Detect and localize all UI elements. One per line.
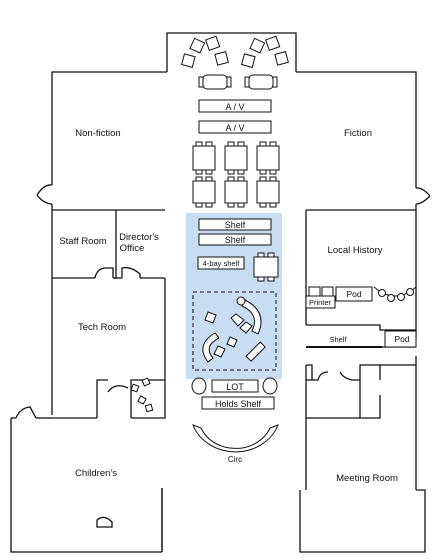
four-bay-shelf [197,256,245,270]
reading-area-dashed [192,291,277,371]
small-study-table [253,252,279,282]
room-meeting-room: Meeting Room [336,473,398,484]
room-fiction: Fiction [344,128,372,139]
room-tech-room: Tech Room [78,322,126,333]
interior-walls [11,209,416,552]
av-label-bottom: A / V [225,123,244,133]
study-tables [192,141,280,208]
curved-seating [202,296,266,363]
pod-2 [384,330,417,348]
lot-station [211,379,259,393]
room-non-fiction: Non-fiction [75,128,120,139]
printer-label: Printer [309,298,332,307]
shelf-2 [198,233,272,246]
printer [305,295,336,309]
four-bay-shelf-label: 4-bay shelf [203,259,241,268]
room-directors-office-line1: Director's [119,232,159,243]
exterior-walls [10,32,431,553]
av-unit-bottom [198,120,272,134]
circ-desk [192,424,279,453]
shelf-1 [198,218,272,231]
lounge-chairs-left [181,35,229,68]
holds-shelf [201,396,275,410]
childrens-small-seats [130,377,154,413]
av-label-top: A / V [225,102,244,112]
circ-label: Circ [228,455,242,464]
pod-seating-curve [373,286,417,302]
round-table-right [244,74,278,90]
shelf-right-bar [306,346,382,348]
shelf-1-label: Shelf [225,220,246,230]
pod-2-label: Pod [394,334,409,344]
lounge-chairs-right [241,35,289,68]
pod-1 [335,286,373,302]
pod-1-label: Pod [346,289,361,299]
av-unit-top [198,99,272,113]
lot-seat-right [262,377,278,395]
shelf-right-label: Shelf [329,335,347,344]
room-childrens: Children's [75,468,117,479]
lot-seat-left [191,377,207,395]
room-directors-office-line2: Office [120,243,145,254]
printer-box-a [308,286,321,297]
room-local-history: Local History [328,245,383,256]
printer-box-b [321,286,334,297]
holds-shelf-label: Holds Shelf [215,399,262,409]
round-table-left [198,74,232,90]
shelf-2-label: Shelf [225,235,246,245]
lot-label: LOT [226,382,244,392]
room-staff-room: Staff Room [59,236,106,247]
